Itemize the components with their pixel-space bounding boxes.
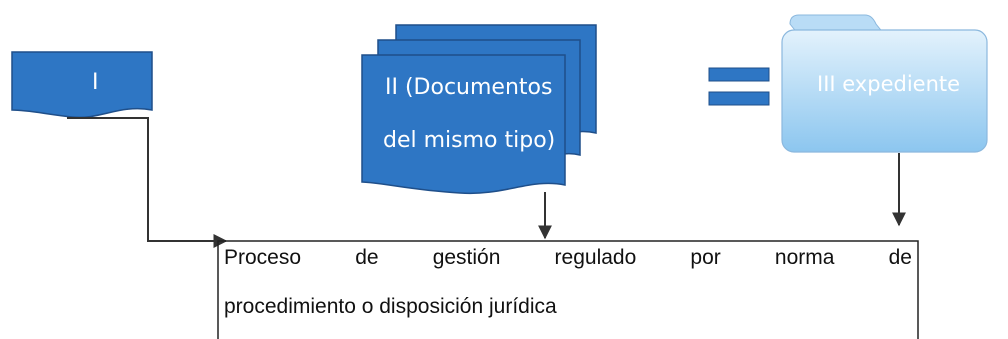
process-box xyxy=(217,240,919,339)
folder-shape-iii xyxy=(781,14,988,153)
label-doc-ii-line2: del mismo tipo) xyxy=(383,128,556,153)
process-word: regulado xyxy=(554,246,637,269)
process-word: norma xyxy=(774,246,835,269)
process-word: gestión xyxy=(432,246,501,269)
process-word: Proceso xyxy=(224,246,302,269)
label-folder-iii: III expediente xyxy=(817,72,961,96)
equals-sign xyxy=(708,67,770,106)
process-text-line2: procedimiento o disposición jurídica xyxy=(224,295,557,318)
multi-document-shape-ii xyxy=(361,24,597,195)
connector-i-to-process xyxy=(67,117,228,248)
process-word: de xyxy=(355,246,379,269)
process-word: por xyxy=(690,246,721,269)
process-text-line1: Proceso de gestión regulado por norma de xyxy=(224,243,912,273)
document-shape-i xyxy=(11,51,153,119)
label-doc-i: I xyxy=(92,70,99,95)
label-doc-ii-line1: II (Documentos xyxy=(385,75,553,100)
process-word: de xyxy=(888,246,912,269)
process-box-text: Proceso de gestión regulado por norma de… xyxy=(224,243,912,322)
